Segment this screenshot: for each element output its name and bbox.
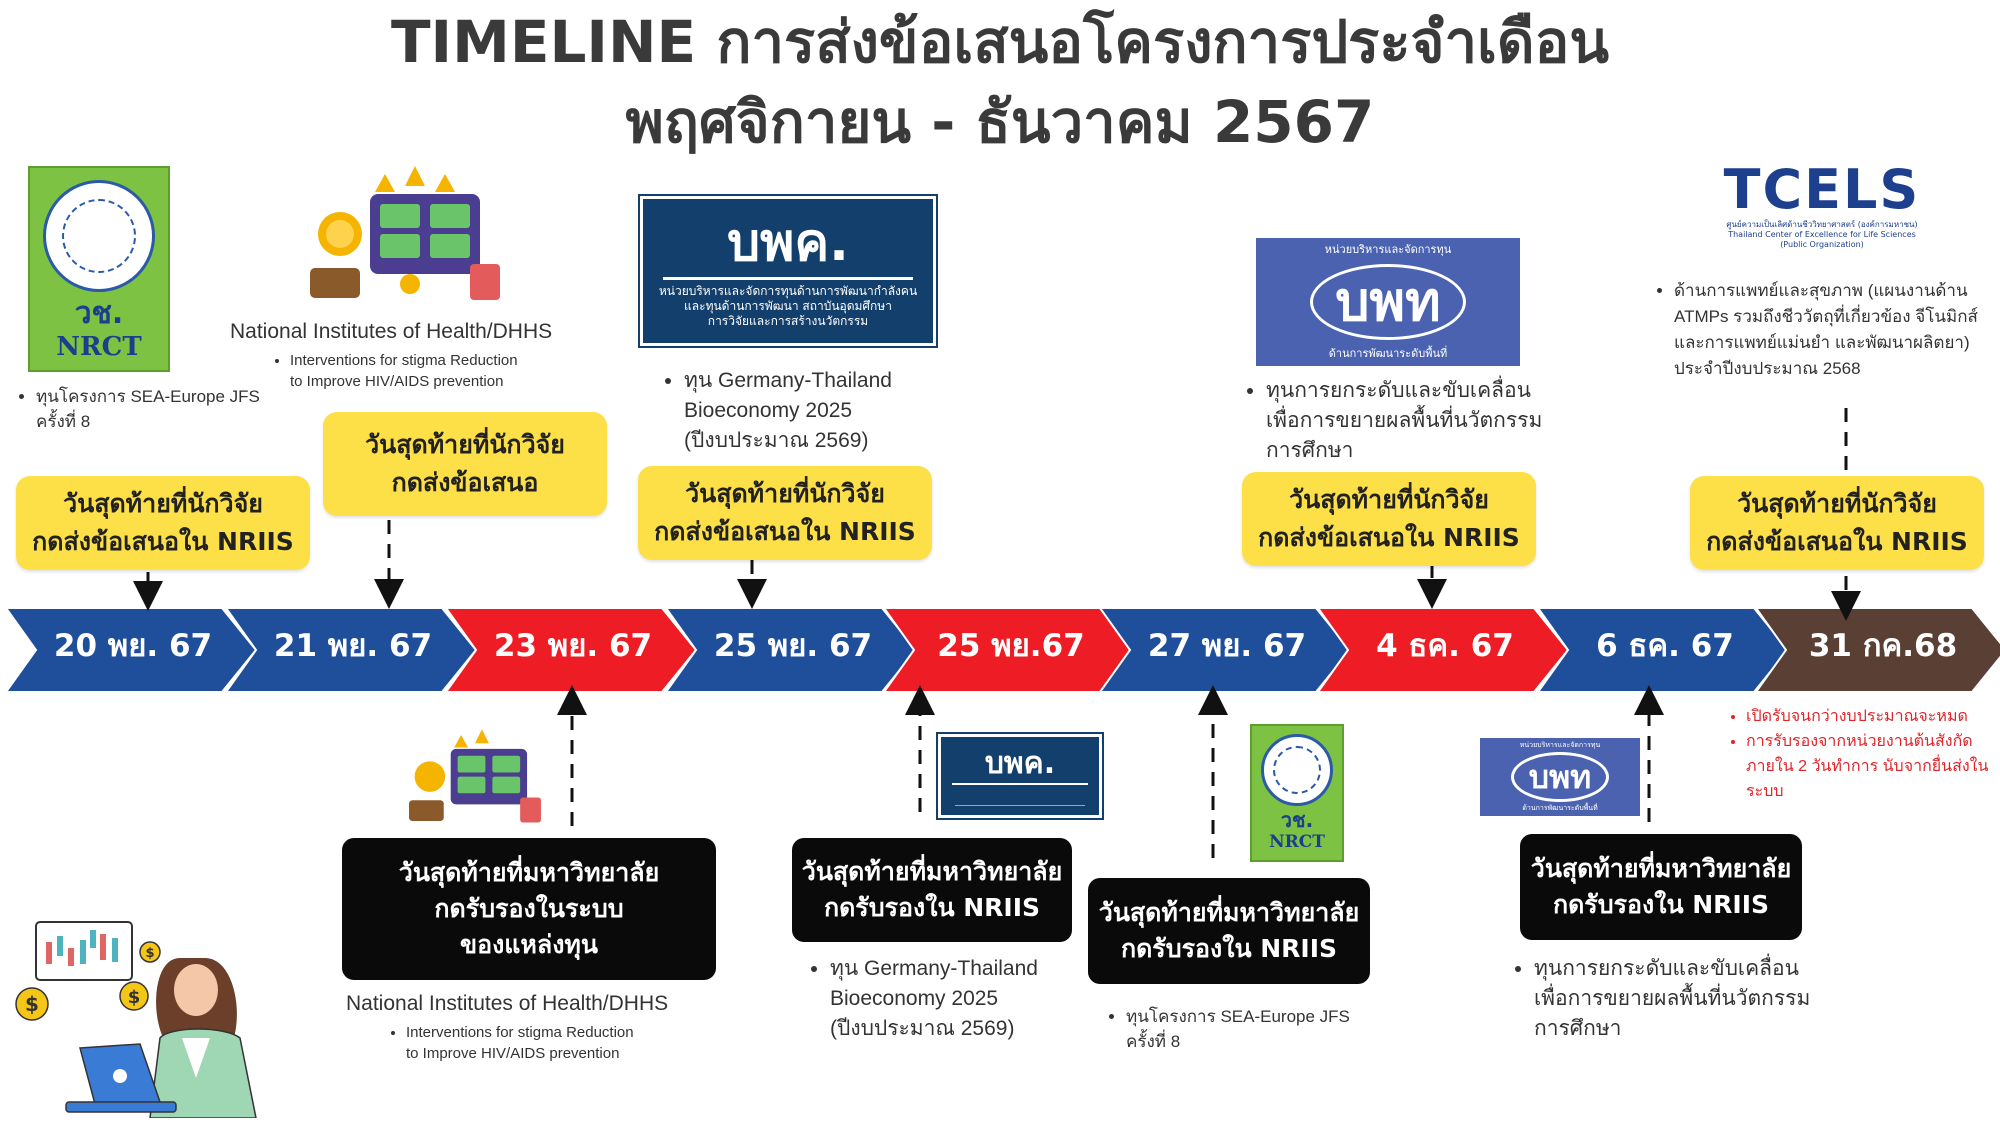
bottom-caption-1-bullet: Interventions for stigma Reduction to Im… xyxy=(406,1022,708,1064)
bpk-logo-small: บพค. xyxy=(936,732,1104,820)
top-caption-4: ทุนการยกระดับและขับเคลื่อน เพื่อการขยายผ… xyxy=(1248,376,1578,466)
nrct-logo-en: NRCT xyxy=(56,332,142,362)
timeline-chevron-4 xyxy=(664,607,918,693)
top-deadline-box-5: วันสุดท้ายที่นักวิจัย กดส่งข้อเสนอใน NRI… xyxy=(1690,476,1984,570)
final-date-notes: เปิดรับจนกว่างบประมาณจะหมด การรับรองจากห… xyxy=(1728,704,1996,804)
bpm-logo-small-oval: บพท xyxy=(1511,752,1609,802)
nrct-logo-small-short: วช. xyxy=(1280,808,1314,832)
top-deadline-box-1: วันสุดท้ายที่นักวิจัย กดส่งข้อเสนอใน NRI… xyxy=(16,476,310,570)
timeline-chevron-8 xyxy=(1536,607,1790,693)
svg-text:$: $ xyxy=(25,992,39,1016)
top-caption-2-bullet: Interventions for stigma Reduction to Im… xyxy=(290,350,582,392)
bottom-deadline-box-3: วันสุดท้ายที่มหาวิทยาลัย กดรับรองใน NRII… xyxy=(1088,878,1370,984)
bpm-logo-short: บพท xyxy=(1335,270,1441,333)
timeline-date-5: 25 พย.67 xyxy=(937,628,1085,664)
final-date-note-2: การรับรองจากหน่วยงานต้นสังกัด ภายใน 2 วั… xyxy=(1746,729,1996,804)
svg-text:$: $ xyxy=(128,987,141,1008)
bpk-logo-small-short: บพค. xyxy=(984,745,1056,781)
bpm-logo-small: หน่วยบริหารและจัดการทุน บพท ด้านการพัฒนา… xyxy=(1480,738,1640,816)
bpm-logo-top: หน่วยบริหารและจัดการทุน xyxy=(1324,243,1452,256)
top-caption-2: Interventions for stigma Reduction to Im… xyxy=(272,350,582,392)
bottom-caption-2: ทุน Germany-Thailand Bioeconomy 2025 (ปี… xyxy=(812,954,1112,1044)
researcher-laptop-illustration-icon: $ $ $ xyxy=(15,921,257,1118)
bottom-deadline-box-4: วันสุดท้ายที่มหาวิทยาลัย กดรับรองใน NRII… xyxy=(1520,834,1802,940)
timeline-date-6: 27 พย. 67 xyxy=(1147,628,1307,664)
timeline-chevron-7 xyxy=(1316,607,1570,693)
top-caption-2-head: National Institutes of Health/DHHS xyxy=(230,320,553,343)
svg-text:$: $ xyxy=(145,946,154,961)
funding-illustration-icon xyxy=(310,166,500,300)
bpk-logo: บพค. หน่วยบริหารและจัดการทุนด้านการพัฒนา… xyxy=(638,194,938,348)
top-deadline-box-4: วันสุดท้ายที่นักวิจัย กดส่งข้อเสนอใน NRI… xyxy=(1242,472,1536,566)
bpm-logo-oval: บพท xyxy=(1310,264,1466,340)
nrct-seal-icon xyxy=(43,180,155,292)
timeline-date-2: 21 พย. 67 xyxy=(273,628,433,664)
top-caption-3-bullet: ทุน Germany-Thailand Bioeconomy 2025 (ปี… xyxy=(684,366,966,456)
bottom-deadline-box-2: วันสุดท้ายที่มหาวิทยาลัย กดรับรองใน NRII… xyxy=(792,838,1072,942)
bottom-caption-3-bullet: ทุนโครงการ SEA-Europe JFS ครั้งที่ 8 xyxy=(1126,1004,1388,1054)
nrct-logo-small: วช. NRCT xyxy=(1250,724,1344,862)
tcels-logo-sub: ศูนย์ความเป็นเลิศด้านชีววิทยาศาสตร์ (องค… xyxy=(1726,220,1918,249)
timeline-chevron-3 xyxy=(444,607,698,693)
timeline-date-9: 31 กค.68 xyxy=(1808,628,1958,664)
timeline-date-4: 25 พย. 67 xyxy=(713,628,873,664)
timeline-chevron-9 xyxy=(1754,607,2000,693)
top-caption-4-bullet: ทุนการยกระดับและขับเคลื่อน เพื่อการขยายผ… xyxy=(1266,376,1578,466)
top-caption-5-bullet: ด้านการแพทย์และสุขภาพ (แผนงานด้าน ATMPs … xyxy=(1674,278,1996,382)
funding-illustration-small-icon xyxy=(409,729,541,823)
page-title-line1: TIMELINE การส่งข้อเสนอโครงการประจำเดือน xyxy=(390,8,1610,76)
bottom-deadline-box-1: วันสุดท้ายที่มหาวิทยาลัย กดรับรองในระบบ … xyxy=(342,838,716,980)
timeline-chevron-6 xyxy=(1098,607,1352,693)
timeline-strip xyxy=(4,607,2000,693)
top-caption-3: ทุน Germany-Thailand Bioeconomy 2025 (ปี… xyxy=(666,366,966,456)
bottom-caption-1: Interventions for stigma Reduction to Im… xyxy=(388,1022,708,1064)
bottom-caption-3: ทุนโครงการ SEA-Europe JFS ครั้งที่ 8 xyxy=(1108,1004,1388,1054)
timeline-chevron-1 xyxy=(4,607,258,693)
nrct-logo: วช. NRCT xyxy=(28,166,170,372)
bpm-logo-small-top: หน่วยบริหารและจัดการทุน xyxy=(1519,741,1601,749)
top-caption-1-bullet: ทุนโครงการ SEA-Europe JFS ครั้งที่ 8 xyxy=(36,384,308,434)
page-title-line2: พฤศจิกายน - ธันวาคม 2567 xyxy=(625,88,1375,156)
timeline-chevron-2 xyxy=(224,607,478,693)
bpk-logo-sub: หน่วยบริหารและจัดการทุนด้านการพัฒนากำลัง… xyxy=(658,284,918,328)
bpm-logo-small-short: บพท xyxy=(1528,758,1592,796)
timeline-date-3: 23 พย. 67 xyxy=(493,628,653,664)
bpm-logo-bottom: ด้านการพัฒนาระดับพื้นที่ xyxy=(1328,347,1448,360)
timeline-date-8: 6 ธค. 67 xyxy=(1596,628,1734,664)
timeline-date-1: 20 พย. 67 xyxy=(53,628,213,664)
nrct-seal-small-icon xyxy=(1261,734,1333,806)
bottom-caption-4: ทุนการยกระดับและขับเคลื่อน เพื่อการขยายผ… xyxy=(1516,954,1846,1044)
bottom-caption-1-head: National Institutes of Health/DHHS xyxy=(346,992,669,1015)
nrct-logo-short: วช. xyxy=(74,296,124,331)
final-date-note-1: เปิดรับจนกว่างบประมาณจะหมด xyxy=(1746,704,1996,729)
tcels-logo-text: TCELS xyxy=(1723,158,1921,221)
bpk-logo-short: บพค. xyxy=(727,213,849,273)
top-deadline-box-2: วันสุดท้ายที่นักวิจัย กดส่งข้อเสนอ xyxy=(323,412,607,516)
top-caption-1: ทุนโครงการ SEA-Europe JFS ครั้งที่ 8 xyxy=(18,384,308,434)
bpm-logo-small-bottom: ด้านการพัฒนาระดับพื้นที่ xyxy=(1522,804,1598,812)
top-deadline-box-3: วันสุดท้ายที่นักวิจัย กดส่งข้อเสนอใน NRI… xyxy=(638,466,932,560)
nrct-logo-small-en: NRCT xyxy=(1269,832,1325,852)
top-caption-5: ด้านการแพทย์และสุขภาพ (แผนงานด้าน ATMPs … xyxy=(1656,278,1996,382)
bpm-logo: หน่วยบริหารและจัดการทุน บพท ด้านการพัฒนา… xyxy=(1256,238,1520,366)
tcels-logo: TCELS ศูนย์ความเป็นเลิศด้านชีววิทยาศาสตร… xyxy=(1700,160,1944,256)
timeline-date-7: 4 ธค. 67 xyxy=(1376,628,1514,664)
bottom-caption-2-bullet: ทุน Germany-Thailand Bioeconomy 2025 (ปี… xyxy=(830,954,1112,1044)
bottom-caption-4-bullet: ทุนการยกระดับและขับเคลื่อน เพื่อการขยายผ… xyxy=(1534,954,1846,1044)
